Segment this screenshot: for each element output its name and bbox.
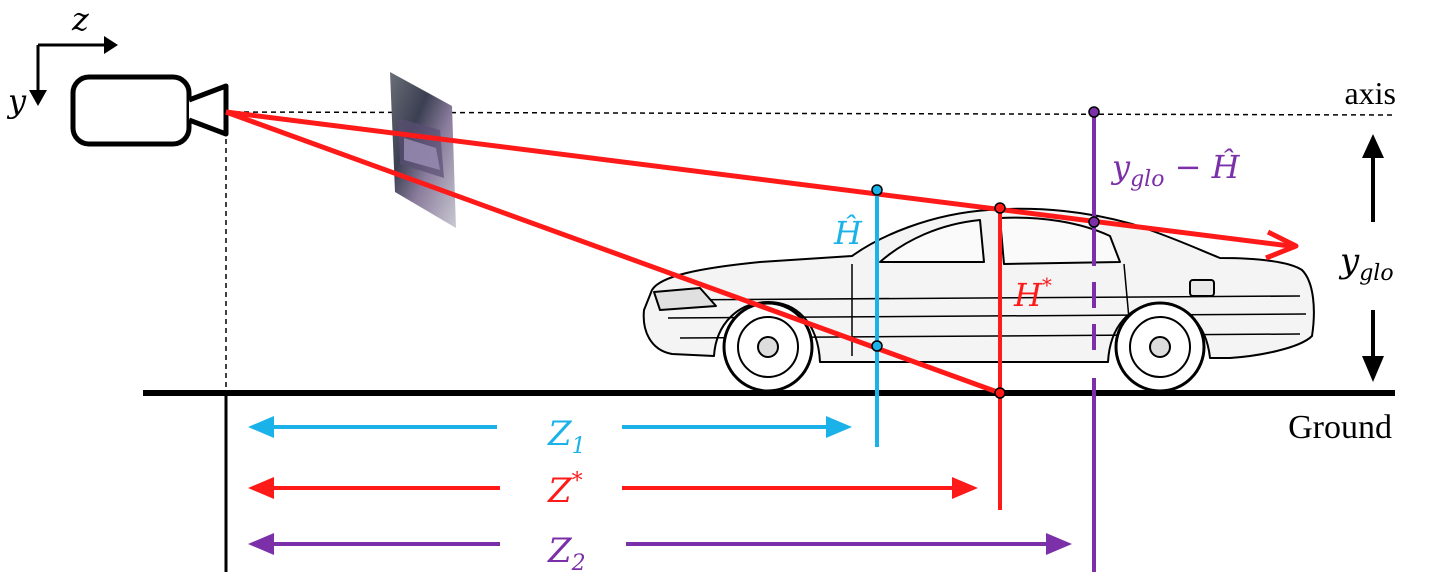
z-axis-label: z [71,0,90,38]
h-hat-label: Ĥ [833,214,863,252]
z1-arrow [248,416,852,438]
coordinate-axes-icon: z y [6,0,118,120]
z-star-arrow [248,477,978,499]
h-hat-top-point [871,184,883,196]
ray-to-ground-contact [225,109,1001,396]
z2-label: Z2 [547,531,586,576]
z1-label: Z1 [547,414,586,459]
optical-axis-line [225,111,1397,116]
z2-arrow [248,533,1072,555]
axis-label: axis [1344,75,1396,111]
purple-top-point [1088,106,1100,118]
h-star-label: H* [1013,273,1052,314]
h-star-bottom-point [994,387,1006,399]
h-star-top-point [994,202,1006,214]
ray-to-roof [225,109,1291,249]
ground-label: Ground [1288,409,1392,446]
z-star-label: Z* [547,469,583,511]
y-glo-minus-h-label: yglo − Ĥ [1110,148,1241,192]
y-glo-label: yglo [1338,241,1394,286]
y-glo-double-arrow [1362,134,1384,382]
ray-arrowhead [1265,229,1299,261]
y-axis-label: y [6,82,27,120]
camera-icon [70,74,229,147]
h-hat-bottom-point [871,340,883,352]
purple-mid-point [1088,216,1100,228]
image-plane-thumbnail [390,72,456,228]
